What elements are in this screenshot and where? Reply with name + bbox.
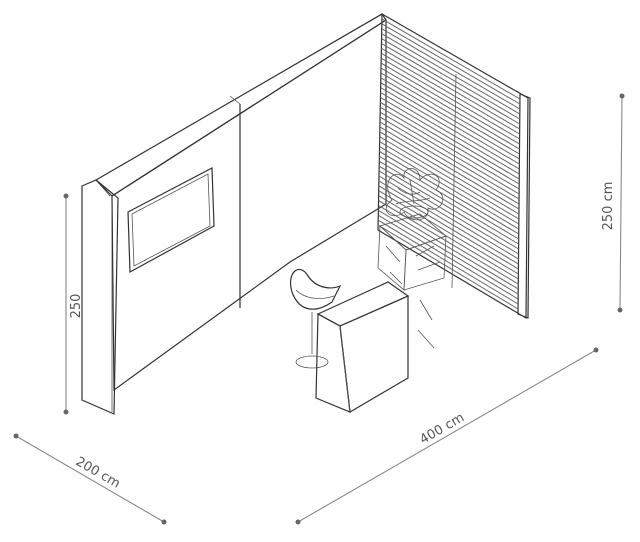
slat-line (378, 190, 519, 275)
dimension-left-height: 250 (63, 193, 84, 415)
slat-line (379, 116, 520, 200)
slat-line (377, 219, 519, 305)
slat-line (378, 214, 519, 300)
slat-line (379, 141, 520, 225)
dimension-depth: 200 cm (13, 433, 167, 525)
slat-line (380, 57, 520, 140)
slat-line (378, 180, 519, 265)
slat-line (380, 92, 520, 175)
slat-line (381, 43, 520, 125)
slat-line (378, 205, 519, 290)
monitor-icon (127, 167, 215, 273)
slatted-wall (377, 12, 531, 320)
slat-line (378, 209, 519, 295)
slat-line (380, 106, 520, 190)
slat-line (381, 28, 521, 110)
slat-line (380, 72, 520, 155)
slat-line (379, 160, 519, 245)
slat-line (378, 170, 519, 255)
slat-line (380, 87, 520, 170)
slat-line (380, 101, 520, 185)
slat-line (379, 155, 519, 240)
slat-line (379, 121, 520, 205)
slat-line (381, 33, 521, 115)
slat-line (381, 52, 520, 135)
slat-line (380, 82, 520, 165)
plant-icon (385, 168, 444, 221)
slat-line (380, 97, 520, 180)
slat-line (378, 165, 519, 250)
slat-line (379, 131, 520, 215)
slat-line (379, 151, 519, 235)
shelf-unit (377, 213, 447, 349)
back-wall (95, 13, 387, 392)
slat-line (380, 77, 520, 160)
dimension-width: 400 cm (295, 347, 599, 525)
slat-line (378, 200, 519, 285)
counter-icon (315, 281, 410, 413)
slat-line (379, 136, 520, 220)
slat-line (379, 111, 520, 195)
slat-line (379, 146, 520, 230)
slat-line (381, 18, 521, 100)
slat-line (378, 195, 519, 280)
slat-line (380, 62, 520, 145)
dimension-label-right-height: 250 cm (601, 182, 616, 231)
slat-line (381, 23, 521, 105)
slat-line (378, 185, 519, 270)
slat-line (381, 38, 521, 120)
slat-line (380, 67, 520, 150)
slat-line (377, 224, 519, 310)
slat-line (381, 47, 520, 130)
dimension-label-left-height: 250 (69, 294, 84, 319)
slat-line (379, 126, 520, 210)
chair-icon (290, 269, 342, 369)
slat-line (378, 175, 519, 260)
dimension-right-height: 250 cm (601, 93, 625, 313)
